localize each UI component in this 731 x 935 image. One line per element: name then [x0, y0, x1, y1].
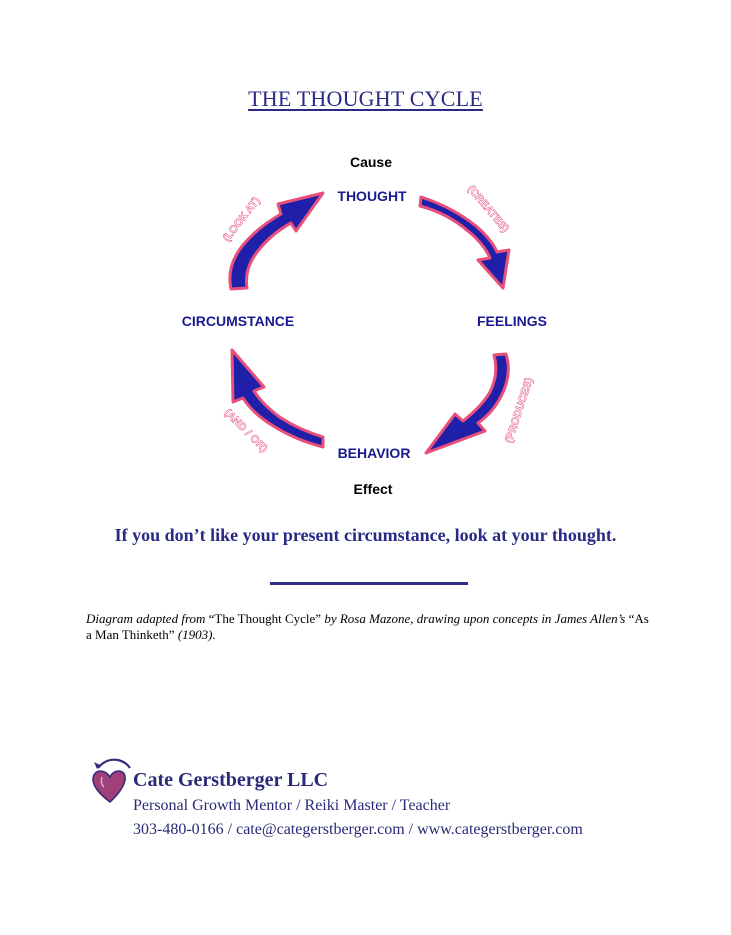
- node-thought: THOUGHT: [337, 188, 407, 204]
- attribution-by: by Rosa Mazone, drawing upon concepts in…: [321, 611, 629, 626]
- contact-info: 303-480-0166 / cate@categerstberger.com …: [133, 821, 583, 838]
- arrow-circumstance-to-thought: [228, 191, 325, 291]
- arrow-feelings-to-behavior: [424, 352, 510, 455]
- node-circumstance: CIRCUMSTANCE: [181, 313, 295, 329]
- divider: [270, 582, 468, 585]
- arrow-thought-to-feelings: [418, 195, 511, 290]
- attribution-year: (1903).: [174, 627, 216, 642]
- attribution-book: “As a Man Thinketh”: [86, 611, 649, 642]
- tagline: If you don’t like your present circumsta…: [114, 525, 617, 545]
- attribution: Diagram adapted from “The Thought Cycle”…: [86, 611, 656, 643]
- arrow-behavior-to-circumstance: [230, 348, 325, 449]
- page-title: THE THOUGHT CYCLE: [248, 86, 483, 111]
- company-name: Cate Gerstberger LLC: [133, 769, 329, 791]
- cause-label: Cause: [349, 154, 393, 170]
- heart-logo-icon: [92, 758, 131, 804]
- attribution-prefix: Diagram adapted from: [86, 611, 209, 626]
- attribution-work: “The Thought Cycle”: [208, 611, 322, 626]
- thought-cycle-diagram: (CREATES) (PRODUCES) (AND / OR) (LOOK AT…: [221, 183, 536, 455]
- node-behavior: BEHAVIOR: [337, 445, 411, 461]
- company-roles: Personal Growth Mentor / Reiki Master / …: [133, 797, 451, 814]
- effect-label: Effect: [353, 481, 393, 497]
- node-feelings: FEELINGS: [476, 313, 548, 329]
- edge-label-produces: (PRODUCES): [504, 376, 536, 444]
